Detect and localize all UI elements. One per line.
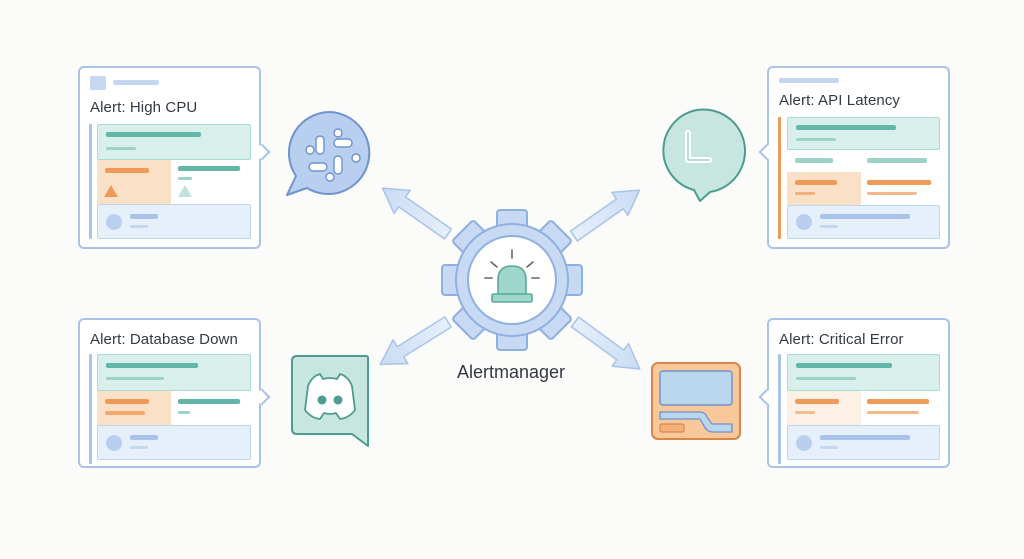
assignee-bar-secondary bbox=[130, 225, 148, 228]
alert-card-database-down[interactable]: Alert: Database Down bbox=[78, 318, 261, 468]
metric-bar-secondary bbox=[796, 138, 836, 141]
avatar bbox=[796, 214, 812, 230]
slack-icon[interactable] bbox=[286, 110, 371, 196]
assignee-panel bbox=[787, 205, 940, 239]
assignee-bar bbox=[130, 435, 158, 440]
chat-l-icon[interactable] bbox=[662, 108, 746, 202]
alert-title: Alert: High CPU bbox=[90, 99, 198, 116]
assignee-bar bbox=[130, 214, 158, 219]
latency-bar bbox=[867, 158, 927, 163]
alert-title: Alert: API Latency bbox=[779, 92, 901, 109]
metric-panel bbox=[787, 117, 940, 150]
metric-panel bbox=[787, 354, 940, 391]
status-bar-secondary bbox=[178, 177, 192, 180]
metric-panel bbox=[97, 354, 251, 391]
severity-bar bbox=[105, 168, 149, 173]
assignee-bar-secondary bbox=[820, 446, 838, 449]
avatar bbox=[106, 435, 122, 451]
status-panel bbox=[172, 160, 251, 204]
metric-bar bbox=[796, 363, 892, 368]
severity-bar bbox=[795, 399, 839, 404]
siren-icon bbox=[484, 249, 540, 303]
status-bar bbox=[867, 180, 931, 185]
assignee-bar bbox=[820, 435, 910, 440]
metric-panel bbox=[97, 124, 251, 160]
status-bar bbox=[178, 399, 240, 404]
avatar bbox=[796, 435, 812, 451]
assignee-bar-secondary bbox=[130, 446, 148, 449]
status-bar bbox=[867, 399, 929, 404]
status-bar-secondary bbox=[178, 411, 190, 414]
metric-bar bbox=[796, 125, 896, 130]
status-panel bbox=[861, 391, 940, 425]
assignee-bar bbox=[820, 214, 910, 219]
latency-bar bbox=[795, 158, 833, 163]
severity-bar-secondary bbox=[795, 192, 815, 195]
status-bar-secondary bbox=[867, 411, 919, 414]
warning-icon bbox=[104, 185, 118, 197]
severity-bar bbox=[795, 180, 837, 185]
metric-bar-secondary bbox=[106, 377, 164, 380]
severity-bar-secondary bbox=[105, 411, 145, 415]
alert-title: Alert: Critical Error bbox=[779, 331, 904, 348]
metric-bar-secondary bbox=[106, 147, 136, 150]
metric-bar bbox=[106, 132, 201, 137]
card-header-icon bbox=[90, 76, 106, 90]
status-bar-secondary bbox=[867, 192, 917, 195]
alertmanager-label: Alertmanager bbox=[456, 362, 566, 382]
severity-panel bbox=[97, 391, 171, 425]
card-accent-line bbox=[89, 124, 92, 239]
gear-icon bbox=[441, 209, 583, 351]
metric-bar bbox=[106, 363, 198, 368]
alert-card-high-cpu[interactable]: Alert: High CPU bbox=[78, 66, 261, 249]
alert-title: Alert: Database Down bbox=[90, 331, 238, 348]
discord-icon[interactable] bbox=[291, 355, 369, 447]
status-bar bbox=[178, 166, 240, 171]
severity-panel bbox=[97, 160, 171, 204]
avatar bbox=[106, 214, 122, 230]
triangle-icon bbox=[178, 185, 192, 197]
alert-card-critical-error[interactable]: Alert: Critical Error bbox=[767, 318, 950, 468]
metric-bar-secondary bbox=[796, 377, 856, 380]
assignee-panel bbox=[787, 425, 940, 460]
alert-card-api-latency[interactable]: Alert: API Latency bbox=[767, 66, 950, 249]
assignee-panel bbox=[97, 204, 251, 239]
arrow-to-chat bbox=[565, 177, 649, 249]
card-accent-line bbox=[778, 354, 781, 464]
severity-panel bbox=[787, 391, 861, 425]
assignee-bar-secondary bbox=[820, 225, 838, 228]
card-header-bar bbox=[113, 80, 159, 85]
severity-bar bbox=[105, 399, 149, 404]
pager-icon[interactable] bbox=[651, 362, 741, 440]
status-panel bbox=[172, 391, 251, 425]
card-accent-line bbox=[778, 117, 781, 239]
arrow-to-slack bbox=[373, 175, 457, 247]
severity-panel bbox=[787, 172, 861, 205]
card-accent-line bbox=[89, 354, 92, 464]
card-header-bar bbox=[779, 78, 839, 83]
severity-bar-secondary bbox=[795, 411, 815, 414]
status-panel bbox=[861, 172, 940, 205]
assignee-panel bbox=[97, 425, 251, 460]
